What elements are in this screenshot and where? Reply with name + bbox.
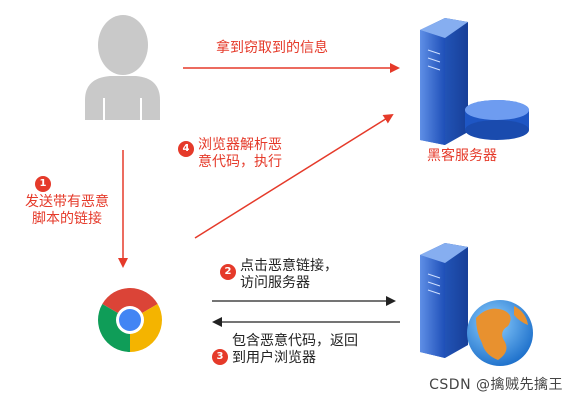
database-server-icon — [420, 18, 529, 145]
chrome-browser-icon — [98, 288, 162, 352]
web-server-globe-icon — [420, 243, 533, 366]
step-1-badge: 1 — [35, 176, 51, 192]
step-4-label: 浏览器解析恶 意代码，执行 — [198, 137, 282, 170]
step-4-badge: 4 — [178, 141, 194, 157]
hacker-server-label: 黑客服务器 — [427, 148, 497, 164]
steal-info-label: 拿到窃取到的信息 — [216, 40, 328, 56]
step-3-badge: 3 — [212, 349, 228, 365]
execute-code-arrow — [194, 113, 394, 239]
step-2-label: 点击恶意链接， 访问服务器 — [240, 258, 338, 291]
step-2-badge: 2 — [220, 264, 236, 280]
step-3-label: 包含恶意代码，返回 到用户浏览器 — [232, 333, 358, 366]
step-1-label: 发送带有恶意 脚本的链接 — [25, 194, 109, 227]
user-silhouette-icon — [85, 15, 160, 120]
csdn-watermark: CSDN @擒贼先擒王 — [429, 377, 563, 393]
